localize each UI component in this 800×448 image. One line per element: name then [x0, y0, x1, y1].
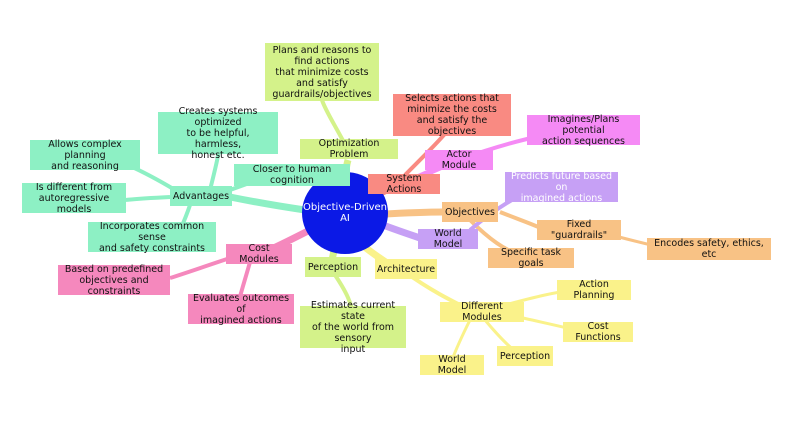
perception-node: Perception: [305, 257, 361, 277]
advantages-node: Advantages: [170, 186, 232, 206]
system-actions-detail-node: Selects actions that minimize the costs …: [393, 93, 511, 137]
cost-modules-node: Cost Modules: [226, 243, 292, 265]
actor-module-detail-node: Imagines/Plans potential action sequence…: [527, 114, 640, 147]
different-modules-node: Different Modules: [440, 301, 524, 323]
cost-modules-predefined-node: Based on predefined objectives and const…: [58, 264, 170, 297]
advantage-human-cognition-node: Closer to human cognition: [234, 164, 350, 186]
world-model-detail-node: Predicts future based on imagined action…: [505, 171, 618, 204]
actor-module-node: Actor Module: [425, 149, 493, 171]
advantage-helpful-node: Creates systems optimized to be helpful,…: [158, 106, 278, 161]
action-planning-node: Action Planning: [557, 279, 631, 301]
fixed-guardrails-node: Fixed "guardrails": [537, 219, 621, 241]
architecture-node: Architecture: [375, 259, 437, 279]
cost-functions-node: Cost Functions: [563, 321, 633, 343]
perception-detail-node: Estimates current state of the world fro…: [300, 300, 406, 355]
system-actions-node: System Actions: [368, 173, 440, 195]
advantage-common-sense-node: Incorporates common sense and safety con…: [88, 221, 216, 254]
perception-module-node: Perception: [497, 346, 553, 366]
advantage-planning-node: Allows complex planning and reasoning: [30, 139, 140, 172]
optimization-problem-node: Optimization Problem: [300, 138, 398, 160]
objectives-node: Objectives: [442, 202, 498, 222]
world-model-module-node: World Model: [420, 354, 484, 376]
encodes-safety-node: Encodes safety, ethics, etc: [647, 238, 771, 260]
advantage-autoregressive-node: Is different from autoregressive models: [22, 182, 126, 215]
cost-modules-evaluates-node: Evaluates outcomes of imagined actions: [188, 293, 294, 326]
world-model-node: World Model: [418, 228, 478, 250]
optimization-detail-node: Plans and reasons to find actions that m…: [265, 43, 379, 101]
specific-task-goals-node: Specific task goals: [488, 247, 574, 269]
